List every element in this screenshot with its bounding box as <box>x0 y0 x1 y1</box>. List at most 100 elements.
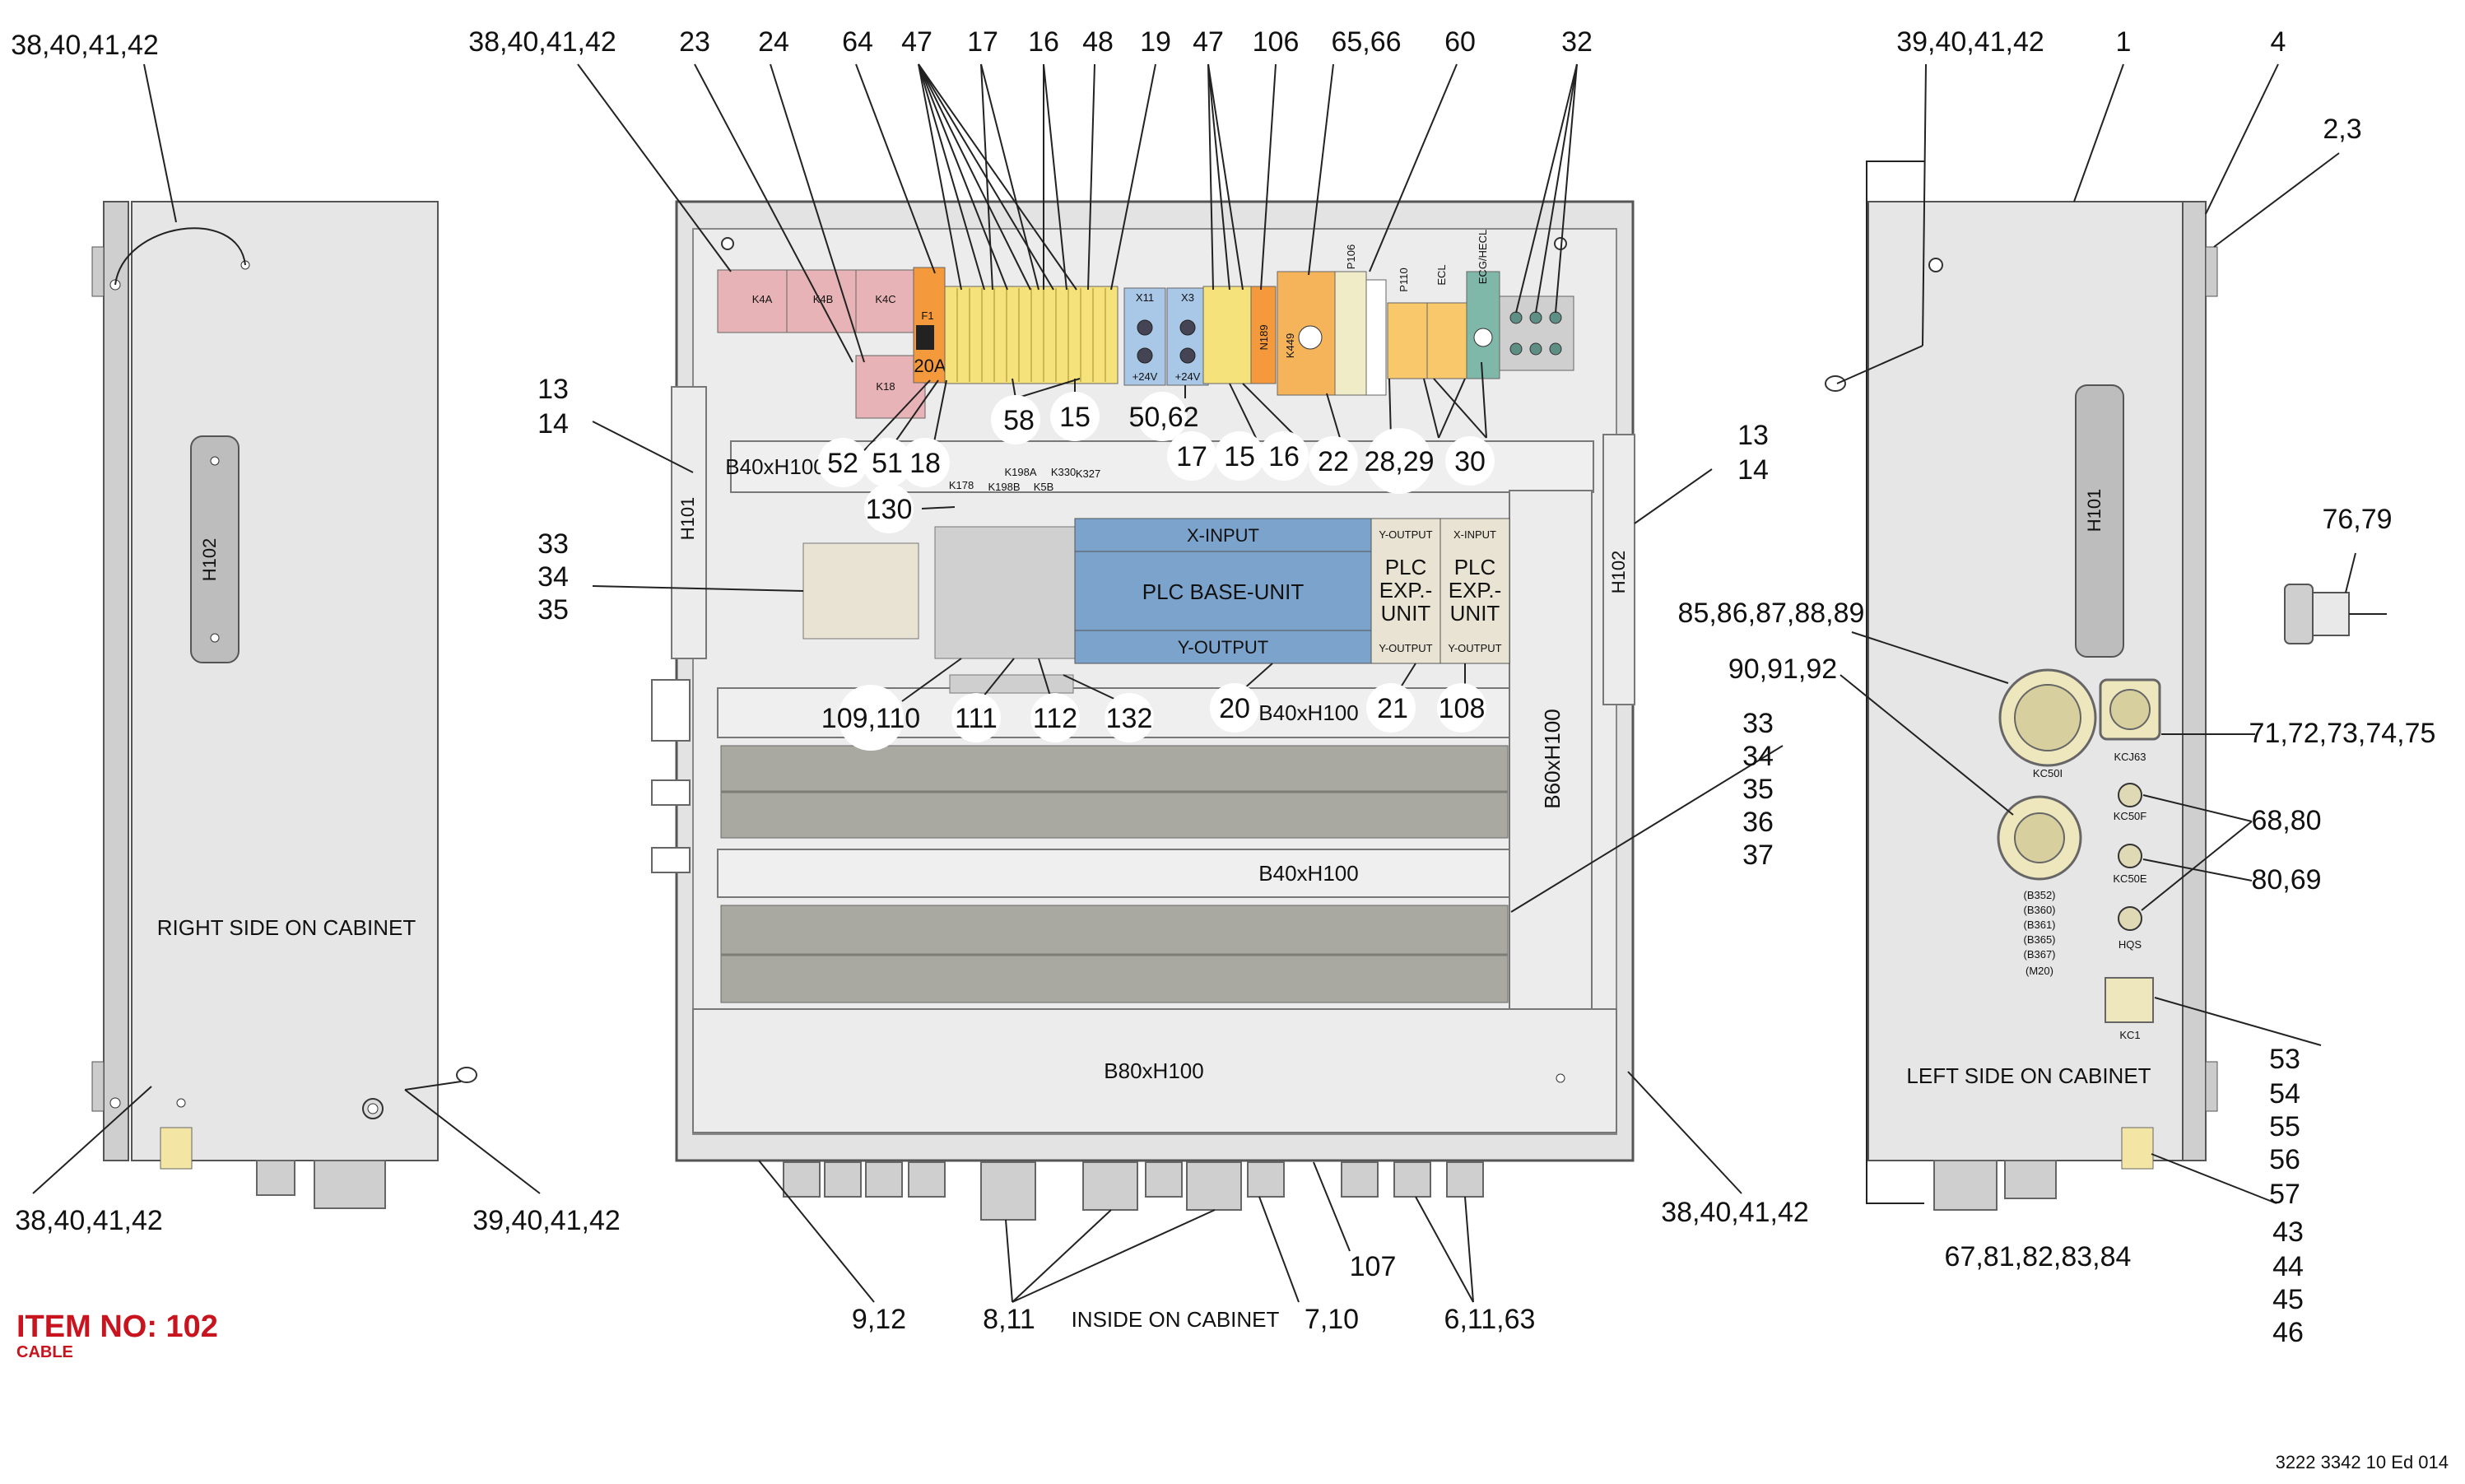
inside-view-label: INSIDE ON CABINET <box>1072 1307 1280 1332</box>
relay-k18: K18 <box>855 355 926 419</box>
callout-19: 19 <box>1140 26 1171 58</box>
plc-expansion-unit-2: X-INPUT PLC EXP.- UNIT Y-OUTPUT <box>1439 518 1510 664</box>
item-number-block: ITEM NO: 102 CABLE <box>16 1310 218 1361</box>
callout-54: 54 <box>2269 1078 2300 1110</box>
b40-top-label: B40xH100 <box>725 454 825 479</box>
module-p106: P106 <box>1334 244 1367 396</box>
svg-text:K4A: K4A <box>752 293 773 305</box>
callout-71-75: 71,72,73,74,75 <box>2249 718 2436 749</box>
relay-k4a: K4A <box>717 269 788 333</box>
callout-53: 53 <box>2269 1044 2300 1075</box>
svg-text:KCJ63: KCJ63 <box>2114 751 2146 763</box>
callout-48: 48 <box>1082 26 1114 58</box>
cable-glands <box>783 1161 1484 1221</box>
callout-37: 37 <box>1742 840 1774 871</box>
connector-kc50f: KC50F <box>2114 783 2147 822</box>
callout-56: 56 <box>2269 1144 2300 1175</box>
svg-text:(M20): (M20) <box>2025 965 2053 977</box>
svg-text:PLC BASE-UNIT: PLC BASE-UNIT <box>1142 579 1305 604</box>
svg-text:Y-OUTPUT: Y-OUTPUT <box>1448 642 1501 654</box>
svg-text:(B360): (B360) <box>2023 904 2055 916</box>
callout-top-r: 39,40,41,42 <box>1896 26 2044 58</box>
callout-33b: 33 <box>1742 708 1774 739</box>
svg-text:K198A: K198A <box>1004 466 1036 478</box>
svg-text:K4B: K4B <box>813 293 834 305</box>
interface-relays <box>934 526 1076 659</box>
svg-text:P110: P110 <box>1398 267 1410 291</box>
callout-35b: 35 <box>1742 774 1774 805</box>
callout-24: 24 <box>758 26 789 58</box>
svg-text:UNIT: UNIT <box>1381 601 1431 626</box>
callout-1: 1 <box>2116 26 2132 58</box>
callout-32: 32 <box>1561 26 1593 58</box>
callout-47b: 47 <box>1193 26 1224 58</box>
connector-kc50i: KC50I <box>1998 668 2097 779</box>
svg-text:K449: K449 <box>1284 333 1296 358</box>
callout-17a: 17 <box>967 26 998 58</box>
callout-13b: 13 <box>1737 420 1769 451</box>
h101-rail-left-side <box>2075 384 2124 658</box>
right-side-view-label: RIGHT SIDE ON CABINET <box>157 915 416 940</box>
svg-text:KC50F: KC50F <box>2114 810 2147 822</box>
callout-22: 22 <box>1318 446 1349 477</box>
module-k449: K449 <box>1277 271 1336 396</box>
svg-text:+24V: +24V <box>1133 370 1158 383</box>
b40-mid-label: B40xH100 <box>1258 700 1358 725</box>
callout-bm: 39,40,41,42 <box>472 1205 621 1236</box>
svg-text:20A: 20A <box>914 356 946 376</box>
left-side-view-label: LEFT SIDE ON CABINET <box>1906 1063 2151 1088</box>
svg-text:ECG/HECL: ECG/HECL <box>1477 230 1489 284</box>
svg-text:(B352): (B352) <box>2023 889 2055 901</box>
svg-text:P106: P106 <box>1345 244 1357 269</box>
callout-17b: 17 <box>1176 441 1207 472</box>
callout-4: 4 <box>2271 26 2286 58</box>
svg-text:KC50E: KC50E <box>2113 872 2147 885</box>
svg-text:KC50I: KC50I <box>2033 767 2063 779</box>
plc-expansion-unit-1: Y-OUTPUT PLC EXP.- UNIT Y-OUTPUT <box>1370 518 1441 664</box>
callout-57: 57 <box>2269 1179 2300 1210</box>
callout-132: 132 <box>1106 703 1153 734</box>
h102-rail-right-side <box>190 435 240 663</box>
callout-65-66: 65,66 <box>1331 26 1401 58</box>
callout-47a: 47 <box>901 26 933 58</box>
fuse-f1: F1 20A <box>913 267 946 384</box>
callout-9-12: 9,12 <box>852 1304 906 1335</box>
callout-20: 20 <box>1219 693 1250 724</box>
callout-111: 111 <box>955 703 998 734</box>
svg-text:EXP.-: EXP.- <box>1449 578 1502 602</box>
callout-109-110: 109,110 <box>821 703 920 734</box>
svg-text:(B361): (B361) <box>2023 919 2055 931</box>
h101-label: H101 <box>677 497 698 541</box>
svg-text:X-INPUT: X-INPUT <box>1453 528 1496 541</box>
callout-44: 44 <box>2272 1251 2304 1282</box>
callout-br: 38,40,41,42 <box>1661 1197 1809 1228</box>
callout-16b: 16 <box>1268 441 1300 472</box>
b60-label: B60xH100 <box>1540 709 1565 808</box>
svg-text:K330: K330 <box>1051 466 1076 478</box>
module-n189: N189 <box>1250 286 1277 384</box>
svg-text:Y-OUTPUT: Y-OUTPUT <box>1379 642 1432 654</box>
svg-text:UNIT: UNIT <box>1450 601 1500 626</box>
right-side-view: H102 RIGHT SIDE ON CABINET <box>91 201 477 1209</box>
svg-text:(B367): (B367) <box>2023 948 2055 961</box>
module-p110: P110 <box>1387 267 1428 379</box>
svg-text:KC1: KC1 <box>2119 1029 2140 1041</box>
h102-label: H102 <box>1608 551 1629 594</box>
callout-36: 36 <box>1742 807 1774 838</box>
din-rail-lower <box>717 849 1510 898</box>
connector-kc50e: KC50E <box>2113 844 2147 885</box>
callout-112: 112 <box>1033 703 1077 734</box>
right-side-panel <box>131 201 439 1161</box>
callout-6-11-63: 6,11,63 <box>1444 1304 1536 1335</box>
inside-view: H101 H102 K4A K4B K4C K18 F <box>651 200 1635 1332</box>
b80-label: B80xH100 <box>1104 1058 1203 1083</box>
callout-2-3: 2,3 <box>2323 114 2361 145</box>
callout-bl: 38,40,41,42 <box>15 1205 163 1236</box>
callout-107: 107 <box>1350 1251 1397 1282</box>
callout-68-80: 68,80 <box>2251 805 2321 836</box>
callout-90-92: 90,91,92 <box>1728 654 1837 685</box>
svg-text:EXP.-: EXP.- <box>1379 578 1433 602</box>
leader-lines <box>32 63 2356 1303</box>
